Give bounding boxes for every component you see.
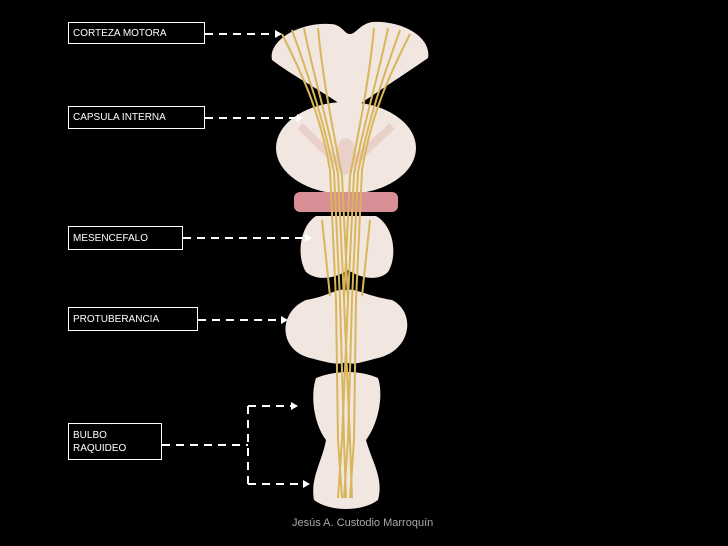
pointer-arrows (162, 33, 306, 485)
label-mesencefalo: MESENCEFALO (68, 226, 183, 250)
label-protuberancia: PROTUBERANCIA (68, 307, 198, 331)
label-protuberancia-text: PROTUBERANCIA (73, 313, 160, 325)
label-bulbo-raquideo: BULBO RAQUIDEO (68, 423, 162, 460)
label-mesencefalo-text: MESENCEFALO (73, 232, 149, 244)
corticospinal-fibers (281, 27, 411, 499)
label-corteza-motora-text: CORTEZA MOTORA (73, 27, 167, 39)
label-capsula-interna-text: CAPSULA INTERNA (73, 112, 166, 123)
label-capsula-interna: CAPSULA INTERNA (68, 106, 205, 129)
author-credit: Jesús A. Custodio Marroquín (292, 517, 434, 529)
brainstem-illustration (271, 21, 429, 509)
bulbo-shape (313, 372, 381, 509)
label-bulbo-raquideo-text: BULBO RAQUIDEO (73, 429, 127, 454)
label-corteza-motora: CORTEZA MOTORA (68, 22, 205, 44)
arrow-heads (275, 30, 312, 488)
pink-band (294, 192, 398, 212)
